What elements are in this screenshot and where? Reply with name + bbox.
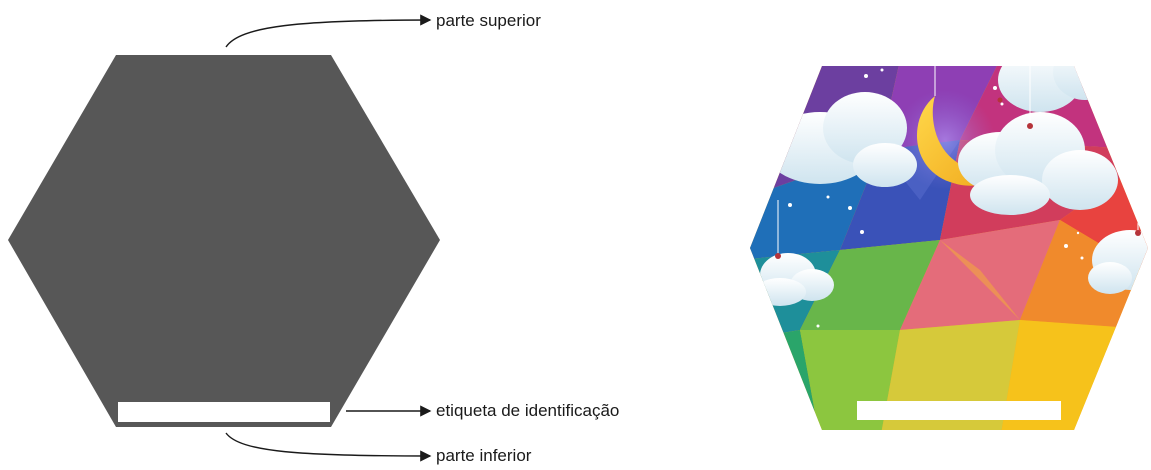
callout-top-label: parte superior <box>436 11 541 30</box>
decorated-hexagon-example <box>750 66 1148 430</box>
identification-label-area <box>118 402 330 422</box>
callout-identification-label: etiqueta de identificação <box>436 401 620 420</box>
cloud-right <box>1088 230 1148 294</box>
arrow-top <box>225 14 432 48</box>
blank-hexagon-template <box>8 55 440 427</box>
cloud-center <box>958 112 1118 215</box>
stars <box>788 68 1084 328</box>
cloud-pins <box>775 97 1141 259</box>
arrow-bottom <box>225 432 432 462</box>
callout-bottom-label: parte inferior <box>436 446 532 465</box>
identification-label-area <box>857 401 1061 420</box>
callout-arrows <box>225 14 432 462</box>
cloud-top-right <box>998 66 1117 112</box>
hexagon-shape <box>8 55 440 427</box>
cloud-top-left <box>765 92 917 187</box>
